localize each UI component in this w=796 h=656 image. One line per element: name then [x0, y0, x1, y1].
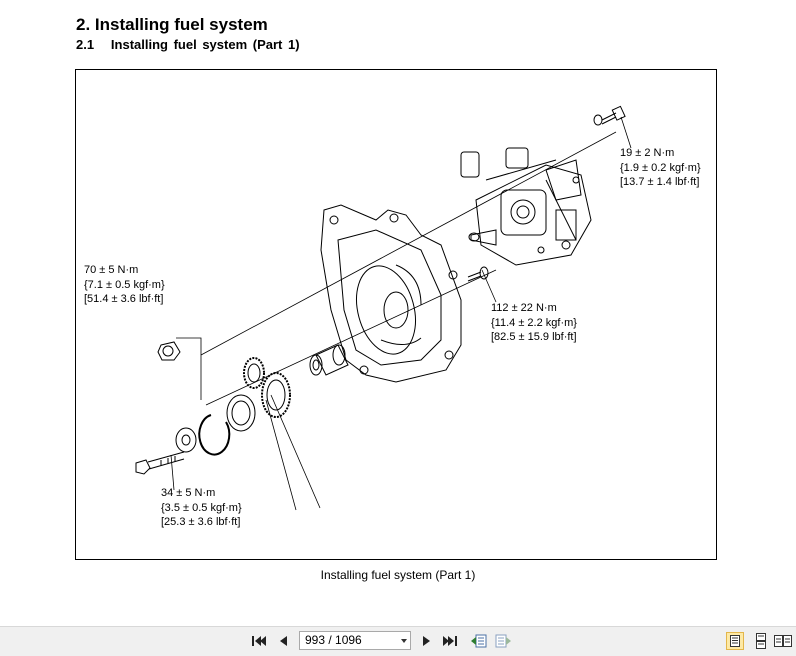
document-page: 2. Installing fuel system 2.1 Installing… — [75, 15, 717, 582]
last-page-icon — [443, 636, 457, 646]
torque-spec-top-bolt: 19 ± 2 N·m {1.9 ± 0.2 kgf·m} [13.7 ± 1.4… — [620, 146, 701, 190]
pump-bolt-side — [467, 266, 489, 282]
sleeve — [309, 344, 349, 376]
continuous-view-button[interactable] — [752, 632, 770, 650]
fuel-pump — [460, 147, 592, 266]
single-page-view-icon — [730, 635, 740, 647]
previous-page-button[interactable] — [274, 632, 292, 650]
torque-kgf: {11.4 ± 2.2 kgf·m} — [491, 316, 577, 329]
torque-lbf: [13.7 ± 1.4 lbf·ft] — [620, 176, 700, 188]
bearing — [226, 394, 256, 432]
washer — [175, 427, 197, 453]
torque-nm: 19 ± 2 N·m — [620, 147, 675, 159]
previous-page-icon — [280, 636, 287, 646]
torque-lbf: [82.5 ± 15.9 lbf·ft] — [491, 331, 577, 343]
facing-view-icon — [774, 635, 792, 647]
single-page-view-button[interactable] — [726, 632, 744, 650]
torque-spec-nut: 70 ± 5 N·m {7.1 ± 0.5 kgf·m} [51.4 ± 3.6… — [84, 263, 165, 307]
subsection-heading: 2.1 Installing fuel system (Part 1) — [76, 37, 300, 52]
forward-view-button[interactable] — [494, 632, 512, 650]
torque-nm: 112 ± 22 N·m — [491, 302, 557, 314]
back-view-icon — [471, 634, 487, 648]
page-indicator: 993 / 1096 — [305, 633, 362, 647]
torque-lbf: [25.3 ± 3.6 lbf·ft] — [161, 516, 241, 528]
viewer-toolbar: 993 / 1096 — [0, 626, 796, 656]
drive-gears — [243, 357, 291, 418]
chevron-down-icon — [401, 639, 407, 643]
next-page-icon — [423, 636, 430, 646]
forward-view-icon — [495, 634, 511, 648]
back-view-button[interactable] — [470, 632, 488, 650]
torque-lbf: [51.4 ± 3.6 lbf·ft] — [84, 293, 164, 305]
fuel-system-exploded-drawing — [135, 105, 632, 511]
first-page-icon — [252, 636, 266, 646]
subsection-title: Installing fuel system (Part 1) — [110, 37, 300, 52]
figure-frame: 19 ± 2 N·m {1.9 ± 0.2 kgf·m} [13.7 ± 1.4… — [75, 69, 717, 560]
torque-nm: 34 ± 5 N·m — [161, 487, 216, 499]
facing-view-button[interactable] — [774, 632, 792, 650]
torque-kgf: {7.1 ± 0.5 kgf·m} — [84, 278, 165, 291]
torque-spec-side-bolt: 112 ± 22 N·m {11.4 ± 2.2 kgf·m} [82.5 ± … — [491, 301, 577, 345]
lower-bolt — [135, 451, 185, 475]
mounting-flange — [320, 204, 462, 383]
section-heading: 2. Installing fuel system — [76, 15, 268, 34]
figure-caption: Installing fuel system (Part 1) — [320, 568, 476, 582]
last-page-button[interactable] — [441, 632, 459, 650]
continuous-view-icon — [756, 633, 766, 649]
snap-ring — [198, 414, 231, 456]
torque-nm: 70 ± 5 N·m — [84, 264, 139, 276]
pump-bolt-top — [593, 105, 626, 126]
page-number-select[interactable]: 993 / 1096 — [299, 631, 411, 650]
nut — [157, 341, 181, 361]
next-page-button[interactable] — [418, 632, 436, 650]
subsection-number: 2.1 — [76, 37, 95, 52]
torque-kgf: {3.5 ± 0.5 kgf·m} — [161, 501, 242, 514]
first-page-button[interactable] — [250, 632, 268, 650]
torque-kgf: {1.9 ± 0.2 kgf·m} — [620, 161, 701, 174]
torque-spec-lower-bolt: 34 ± 5 N·m {3.5 ± 0.5 kgf·m} [25.3 ± 3.6… — [161, 486, 242, 530]
